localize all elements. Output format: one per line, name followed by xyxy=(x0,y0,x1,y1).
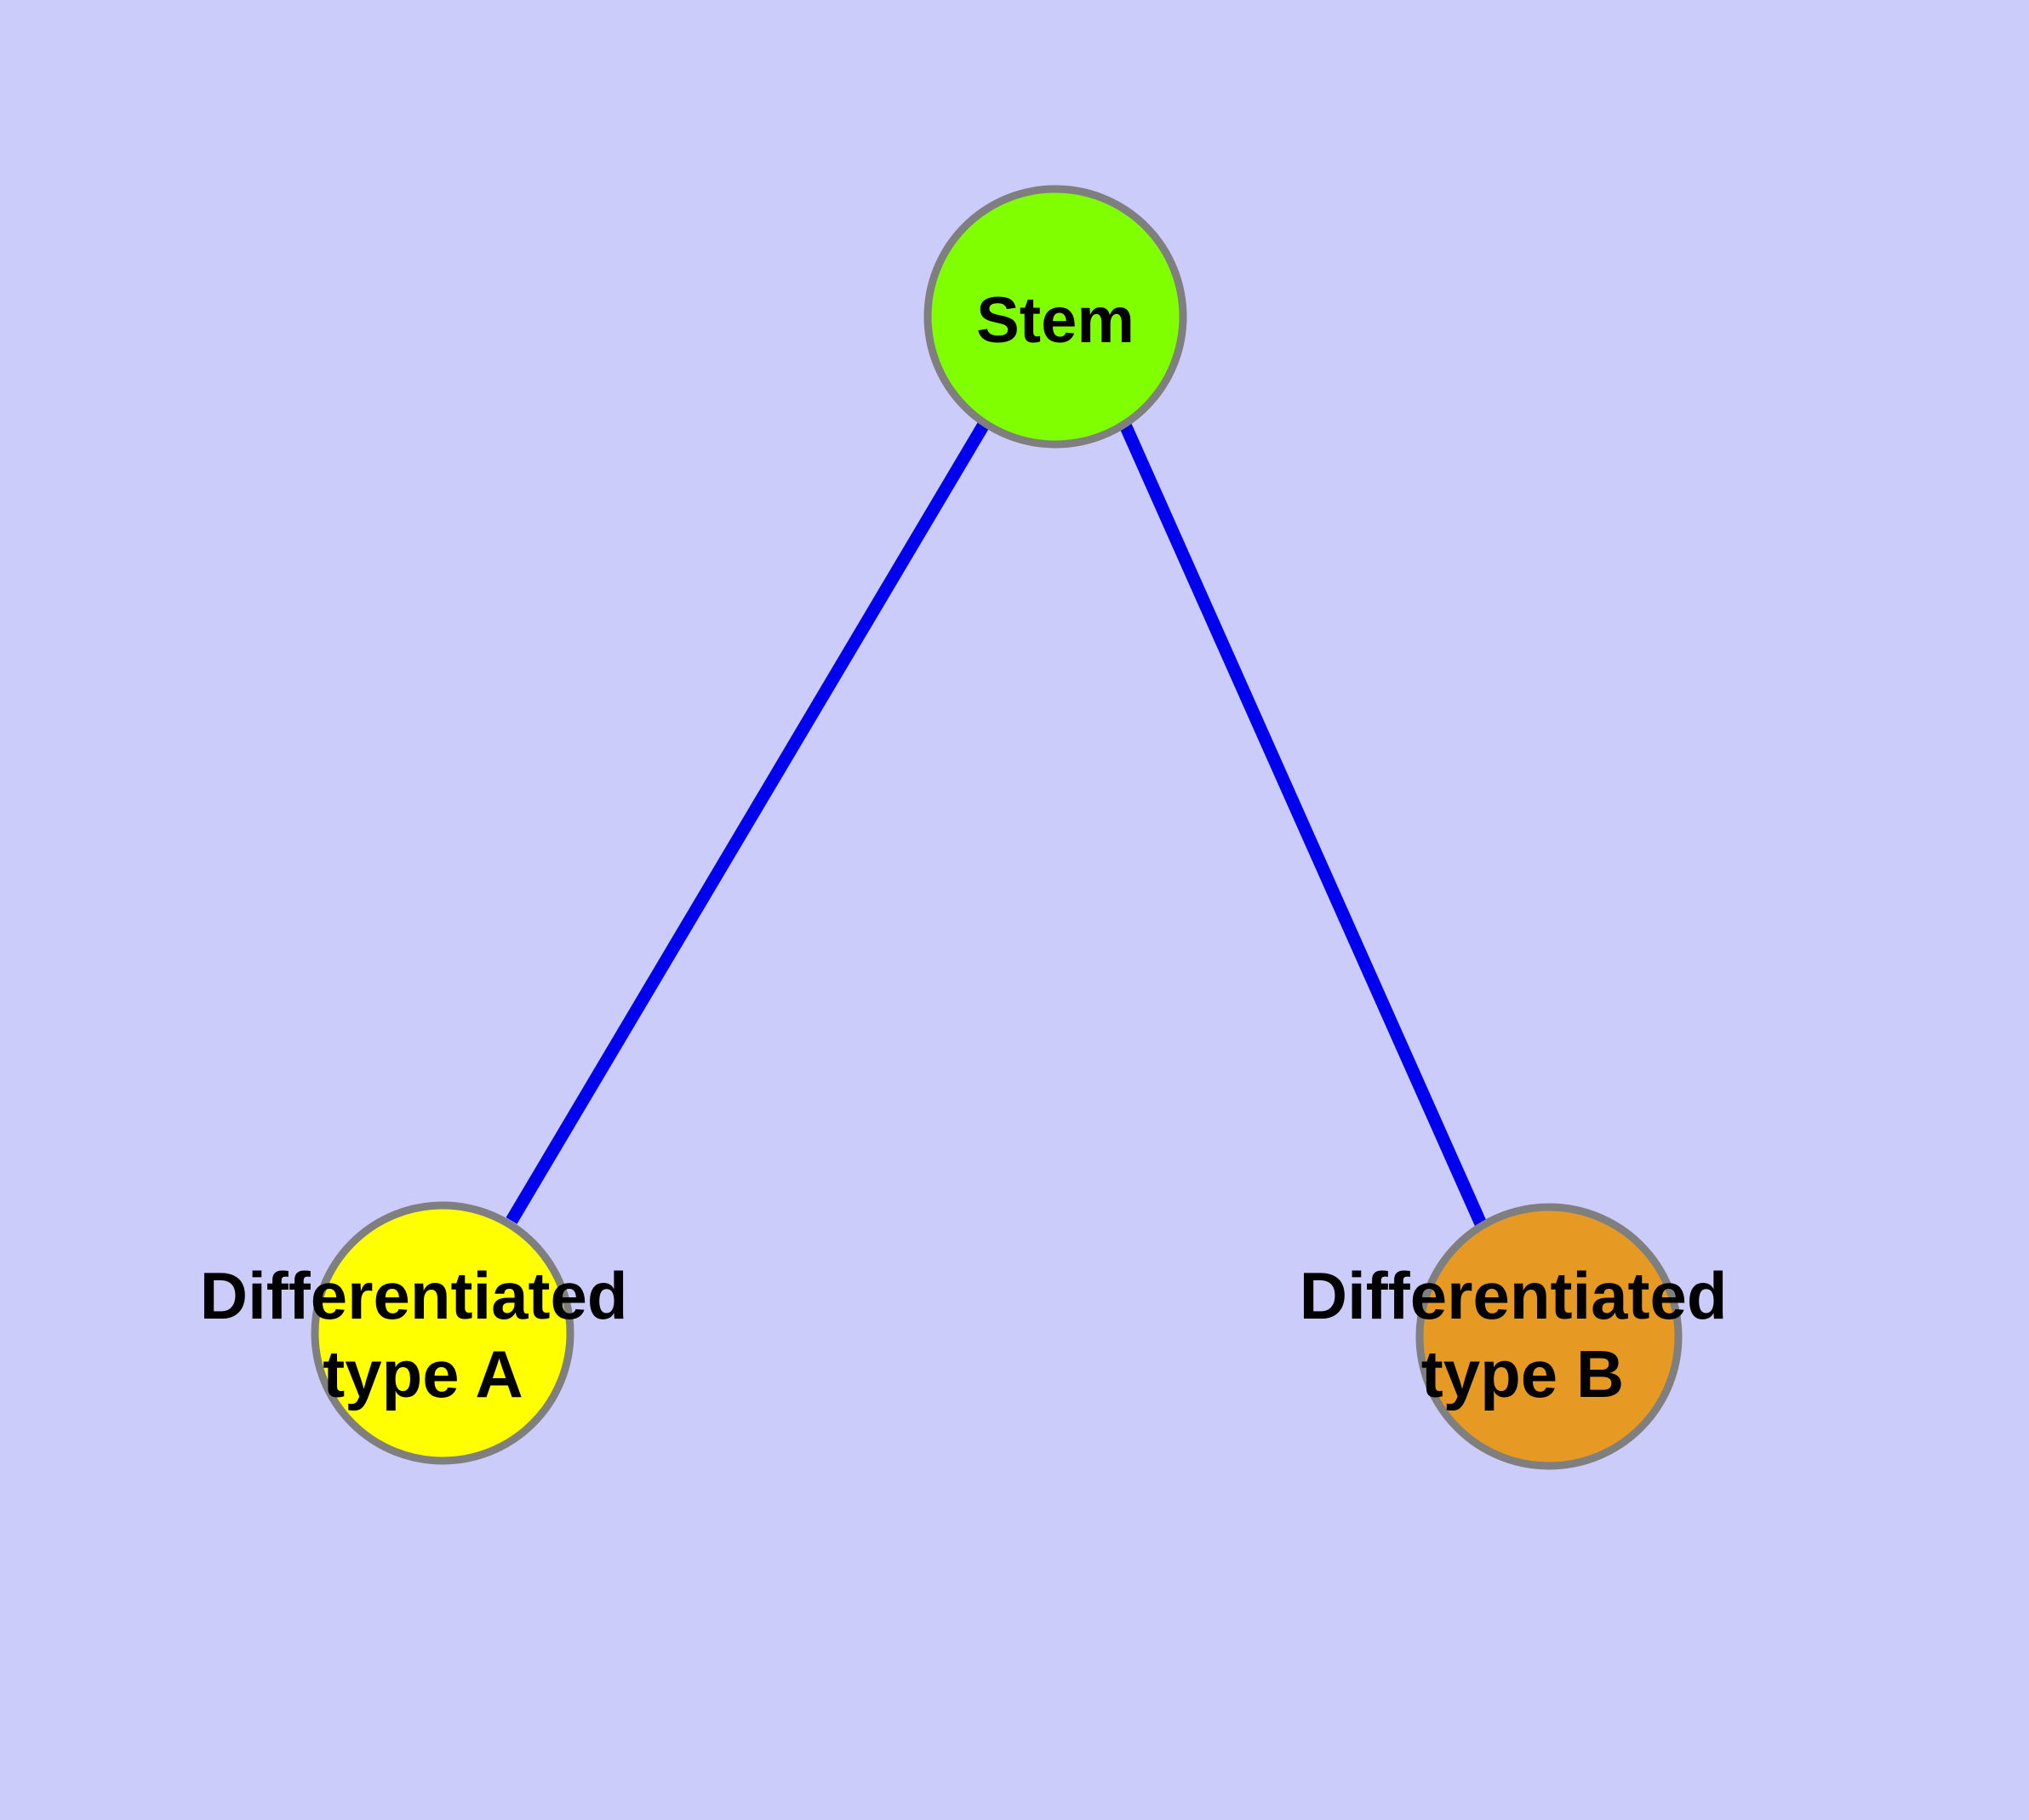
node-differentiated-type-b[interactable]: Differentiated type B xyxy=(1300,1203,1746,1470)
node-differentiated-type-a-circle[interactable] xyxy=(311,1201,574,1465)
node-stem-circle[interactable] xyxy=(923,185,1187,449)
node-differentiated-type-a[interactable]: Differentiated type A xyxy=(200,1201,646,1465)
node-differentiated-type-b-label: Differentiated type B xyxy=(1300,1258,1746,1411)
node-differentiated-type-b-circle[interactable] xyxy=(1415,1203,1683,1470)
edge-stem-to-differentiated-type-a[interactable] xyxy=(506,420,991,1224)
edge-group xyxy=(506,420,1488,1229)
node-b-label-line-1: Differentiated xyxy=(1300,1258,1728,1333)
edge-stem-to-differentiated-type-b[interactable] xyxy=(1118,420,1488,1229)
node-differentiated-type-a-label: Differentiated type A xyxy=(200,1258,646,1411)
node-a-label-line-2: type A xyxy=(323,1336,523,1411)
node-a-label-line-1: Differentiated xyxy=(200,1258,628,1333)
node-stem-label: Stem xyxy=(976,284,1135,357)
node-stem[interactable]: Stem xyxy=(923,185,1187,449)
node-b-label-line-2: type B xyxy=(1421,1336,1624,1411)
